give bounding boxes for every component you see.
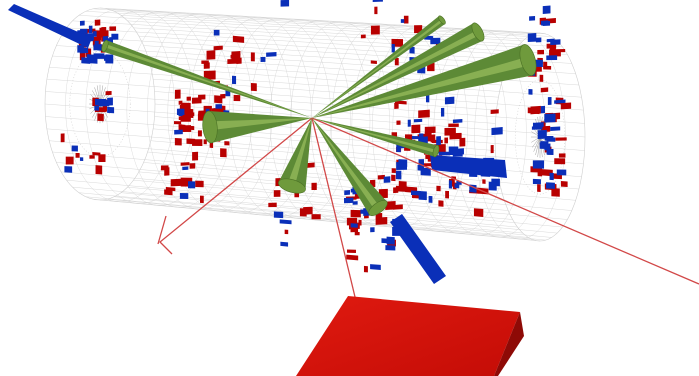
track-left bbox=[159, 117, 313, 255]
jet-cone bbox=[101, 39, 313, 118]
blue-tower-bottom bbox=[390, 214, 446, 284]
jet-cone bbox=[202, 110, 312, 144]
deposits-red bbox=[60, 6, 572, 273]
track-left-stub bbox=[157, 215, 167, 245]
calorimeter-block bbox=[296, 296, 524, 376]
jet-cone bbox=[312, 22, 485, 119]
jet-cone bbox=[312, 15, 446, 118]
jet-cone bbox=[312, 118, 440, 158]
deposits-blue bbox=[64, 0, 567, 271]
jets bbox=[101, 15, 537, 216]
blue-tower-top-left bbox=[8, 4, 92, 48]
blue-tower-right bbox=[430, 155, 507, 178]
jet-cone bbox=[278, 118, 312, 194]
detector-cylinder bbox=[44, 7, 586, 242]
track-right bbox=[311, 117, 699, 285]
jet-cone bbox=[312, 118, 388, 216]
jet-cone bbox=[312, 44, 537, 118]
